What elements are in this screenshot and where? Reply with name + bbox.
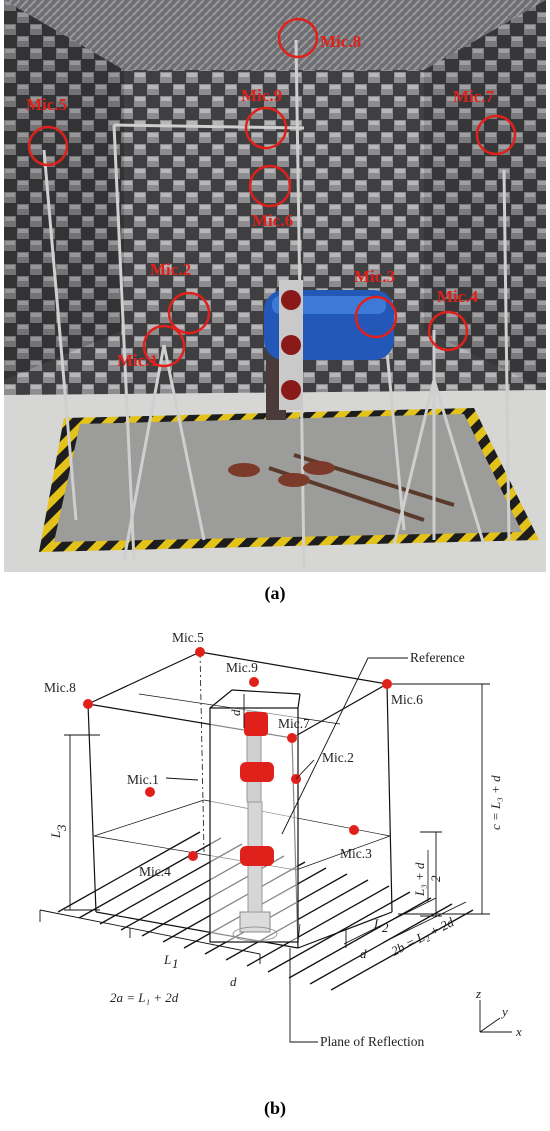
mic3-point	[349, 825, 359, 835]
diagram-mic3-label: Mic.3	[340, 846, 372, 861]
mic3-ring	[354, 295, 398, 339]
stands	[42, 39, 511, 569]
mic-text: Mic.1 Mic.2 Mic.3 Mic.4 Mic.5 Mic.6 Mic.…	[44, 630, 423, 879]
photo-panel: Mic.1 Mic.2 Mic.3 Mic.4 Mic.5 Mic.6 Mic.…	[4, 0, 546, 572]
axis-triad	[479, 1000, 512, 1033]
diagram-mic6-label: Mic.6	[391, 692, 423, 707]
axis-z: z	[475, 986, 481, 1001]
leader-lines	[165, 657, 408, 1043]
mic4-ring	[427, 310, 469, 352]
diagram-panel: Mic.1 Mic.2 Mic.3 Mic.4 Mic.5 Mic.6 Mic.…	[39, 630, 522, 1049]
mic-labels: Mic.1 Mic.2 Mic.3 Mic.4 Mic.5 Mic.6 Mic.…	[26, 32, 495, 370]
mic-markers	[27, 17, 517, 368]
diagram-mic1-label: Mic.1	[127, 772, 159, 787]
dim-l1: L	[163, 952, 171, 967]
photo-mic2-label: Mic.2	[150, 260, 191, 279]
dim-d-right: d	[360, 946, 367, 961]
mic9-point	[249, 677, 259, 687]
axis-y: y	[500, 1004, 508, 1019]
dim-l3: L	[48, 831, 63, 839]
dim-l2: L	[373, 916, 381, 931]
diagram-mic4-label: Mic.4	[139, 864, 171, 879]
reference-label: Reference	[410, 650, 465, 665]
dim-2a: 2a = L₁ + 2d	[110, 990, 179, 1005]
robot-arm	[232, 711, 278, 942]
diagram-mic8-label: Mic.8	[44, 680, 76, 695]
mic7-point	[287, 733, 297, 743]
diagram-mic7-label: Mic.7	[278, 716, 310, 731]
photo-mic1-label: Mic.1	[117, 351, 158, 370]
diagram-mic2-label: Mic.2	[322, 750, 354, 765]
caption-a: (a)	[264, 583, 286, 603]
dim-half-den: 2	[428, 875, 443, 882]
mic5-point	[195, 647, 205, 657]
axis-x: x	[515, 1024, 522, 1039]
dim-l2-sub: 2	[382, 920, 389, 935]
dim-l3-sub: 3	[54, 824, 69, 832]
dim-d-bottom: d	[230, 974, 237, 989]
fixture-frame	[228, 280, 394, 487]
mic1-ring	[142, 324, 186, 368]
mic4-point	[188, 851, 198, 861]
plane-label: Plane of Reflection	[320, 1034, 424, 1049]
mic9-ring	[244, 106, 288, 150]
mic8-ring	[277, 17, 319, 59]
mic2-ring	[167, 291, 211, 335]
photo-mic3-label: Mic.3	[354, 267, 395, 286]
photo-mic6-label: Mic.6	[252, 211, 293, 230]
caption-b: (b)	[264, 1098, 286, 1118]
mic8-point	[83, 699, 93, 709]
mic1-point	[145, 787, 155, 797]
mic7-ring	[475, 114, 517, 156]
photo-mic4-label: Mic.4	[437, 287, 479, 306]
dim-half-num: L₃ + d	[412, 862, 427, 897]
diagram-mic5-label: Mic.5	[172, 630, 204, 645]
photo-mic9-label: Mic.9	[241, 86, 282, 105]
diagram-mic9-label: Mic.9	[226, 660, 258, 675]
photo-mic7-label: Mic.7	[453, 87, 495, 106]
mic6-ring	[248, 164, 292, 208]
mic5-ring	[27, 125, 69, 167]
mic6-point	[382, 679, 392, 689]
dim-d-top: d	[228, 709, 243, 716]
dim-c: c = L₃ + d	[488, 775, 503, 830]
photo-mic5-label: Mic.5	[26, 95, 67, 114]
dimension-lines	[39, 683, 490, 964]
dim-l1-sub: 1	[172, 956, 179, 971]
photo-mic8-label: Mic.8	[320, 32, 361, 51]
